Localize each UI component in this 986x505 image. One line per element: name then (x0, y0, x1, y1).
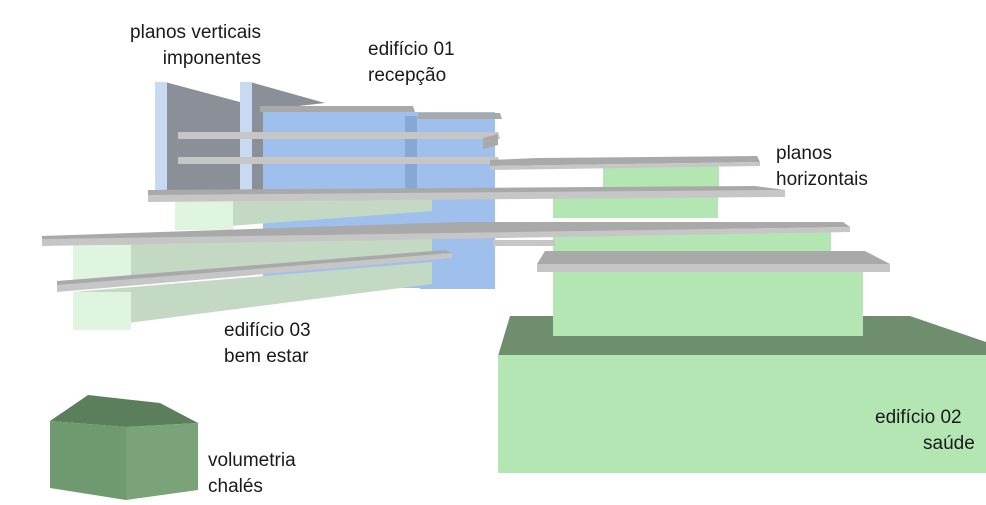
building-03-upper-block (175, 198, 432, 230)
label-building-03-line1: edifício 03 (224, 320, 311, 341)
slab-b01-level2 (178, 132, 500, 139)
building-03-middle-block (73, 237, 432, 280)
label-building-02-line2: saúde (923, 433, 975, 454)
slab-b02-low-front (537, 264, 890, 272)
slab-top-long-front (490, 162, 760, 170)
slab-mid-left-top (42, 222, 850, 240)
slab-b01-roof-right-top (418, 113, 502, 119)
building-03-upper-block-front (175, 198, 233, 230)
vertical-plane-1-edge (155, 82, 167, 194)
label-building-03-line2: bem estar (224, 346, 309, 367)
building-01-side-shadow (405, 116, 417, 191)
slab-b01-roof-top (260, 106, 415, 112)
slab-b01-level2-right (483, 134, 498, 149)
chalet-roof (50, 395, 198, 427)
building-01-lower-wing (420, 205, 495, 289)
label-building-03: edifício 03 bem estar (224, 318, 311, 370)
building-03-lower-block-front (73, 292, 131, 330)
label-vertical-planes: planos verticais imponentes (79, 20, 261, 72)
horizontal-slabs (42, 106, 890, 292)
label-building-02-line1: edifício 02 (875, 407, 962, 428)
chalet-volume (50, 395, 198, 500)
building-02-volumes (553, 165, 863, 336)
slab-top-long-top (490, 156, 760, 166)
label-horizontal-planes-line1: planos (776, 143, 832, 164)
label-vertical-planes-line2: imponentes (162, 48, 261, 69)
chalet-front (50, 421, 126, 500)
label-building-01-line2: recepção (368, 65, 447, 86)
building-03-middle-block-front (73, 245, 131, 280)
label-building-01: edifício 01 recepção (368, 37, 455, 89)
slab-main-front (148, 190, 785, 202)
slab-b02-low-top (537, 251, 890, 264)
vertical-plane-2-face (250, 82, 325, 192)
label-horizontal-planes-line2: horizontais (776, 169, 868, 190)
building-02-volume-4 (553, 272, 863, 336)
chalet-side (126, 423, 198, 500)
building-02-volume-2 (553, 196, 718, 218)
building-03-lower-block (73, 262, 432, 330)
label-building-01-line1: edifício 01 (368, 39, 455, 60)
building-02-base (498, 316, 986, 473)
building-02-volume-1 (603, 165, 719, 187)
label-building-02: edifício 02 saúde (875, 405, 986, 457)
slab-b01-level3 (178, 157, 500, 164)
label-chalets-line2: chalés (208, 476, 263, 497)
label-vertical-planes-line1: planos verticais (130, 22, 261, 43)
slab-mid-left-front (42, 227, 850, 246)
building-02-base-front (498, 355, 986, 473)
slab-low-front (57, 253, 452, 292)
label-chalets: volumetria chalés (208, 448, 296, 500)
label-horizontal-planes: planos horizontais (776, 141, 868, 193)
building-03 (73, 198, 432, 330)
slab-connector (493, 240, 555, 246)
label-chalets-line1: volumetria (208, 450, 296, 471)
